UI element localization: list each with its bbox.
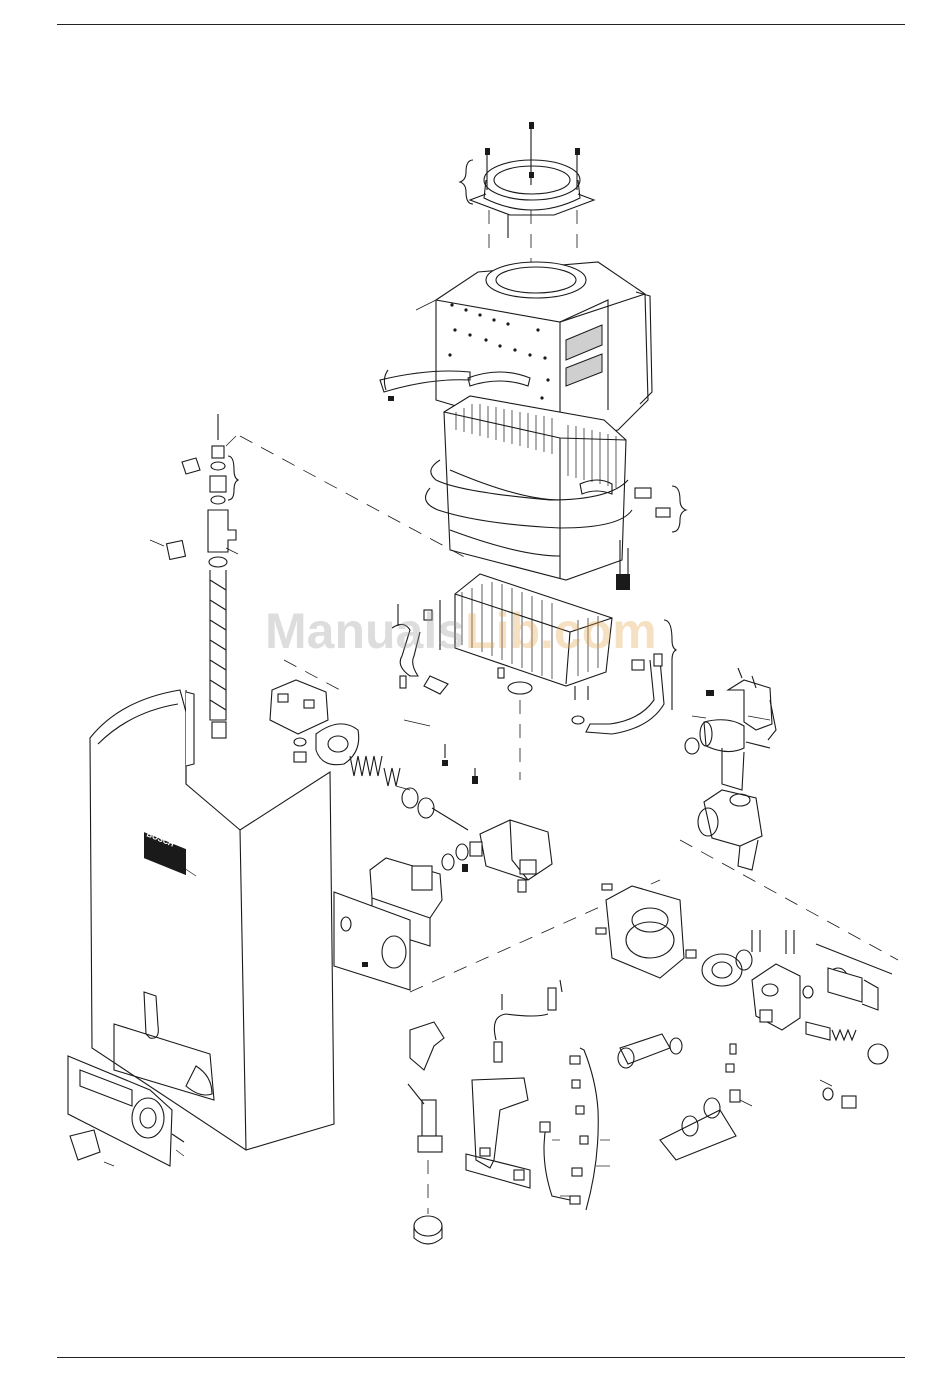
gas-valve xyxy=(456,820,552,892)
o-ring-icon xyxy=(402,788,434,818)
heat-exchanger xyxy=(444,396,626,580)
drain-plug xyxy=(823,1088,856,1108)
water-valve-assembly xyxy=(270,680,359,765)
piezo-bracket xyxy=(410,1022,444,1070)
water-fitting-stack xyxy=(167,446,236,559)
flexible-water-hose xyxy=(209,557,227,738)
water-section-body xyxy=(596,884,696,978)
diaphragm-disc xyxy=(702,950,752,986)
flow-valve-body xyxy=(698,790,762,870)
thermocouple xyxy=(494,980,562,1062)
inlet-fitting xyxy=(660,1090,740,1160)
pressure-adjuster xyxy=(803,968,862,1002)
flue-collar xyxy=(460,125,594,215)
watermark-part2: Lib.com xyxy=(465,603,657,659)
selector-knob xyxy=(70,1130,100,1160)
water-connection-bracket xyxy=(685,668,776,790)
knob-icon xyxy=(414,1216,442,1244)
watermark-part1: Manuals xyxy=(265,603,465,659)
microswitch-wiring xyxy=(514,1048,598,1210)
water-governor xyxy=(752,964,800,1030)
water-filter xyxy=(618,1034,682,1068)
adjust-screw-assembly xyxy=(806,1022,888,1064)
watermark: ManualsLib.com xyxy=(265,602,657,660)
spring-icon xyxy=(350,756,400,786)
piezo-igniter xyxy=(418,1100,442,1152)
